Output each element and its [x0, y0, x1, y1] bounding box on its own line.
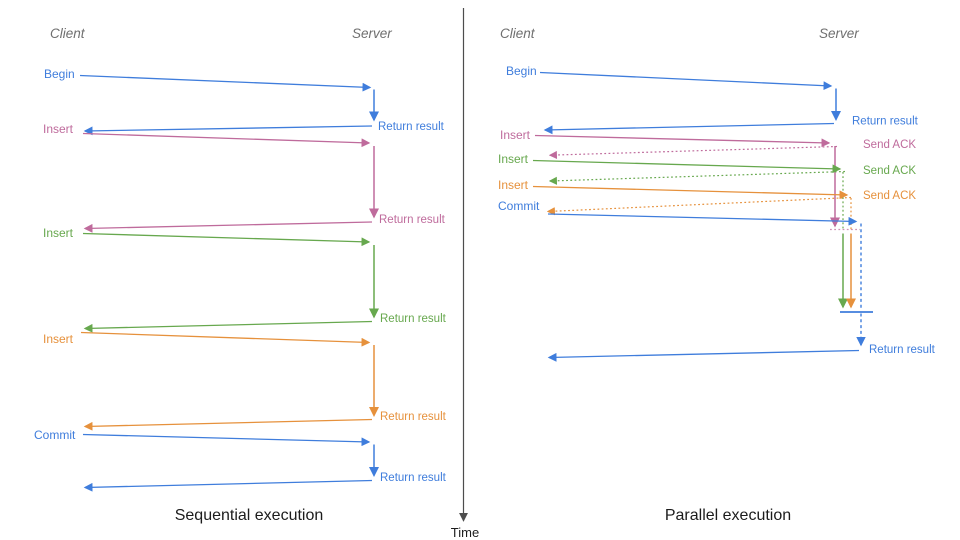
response-label: Return result — [380, 411, 447, 423]
time-axis-label: Time — [451, 525, 479, 540]
parallel-caption: Parallel execution — [665, 507, 791, 524]
request-label: Commit — [34, 428, 76, 442]
response-arrow — [83, 221, 373, 233]
server-header: Server — [819, 26, 859, 41]
response-arrow — [83, 320, 373, 333]
request-label: Commit — [498, 199, 540, 213]
client-header: Client — [500, 26, 536, 41]
response-label: Return result — [380, 313, 447, 325]
request-arrow — [532, 159, 842, 174]
request-label: Begin — [44, 67, 75, 81]
request-arrow — [79, 74, 372, 92]
server-header: Server — [352, 26, 392, 41]
par-insert3-exchange: Insert Send ACK — [498, 178, 916, 309]
ack-dotted-arrow — [548, 145, 838, 160]
request-arrow — [532, 185, 849, 200]
seq-begin-exchange: Begin Return result — [44, 67, 445, 136]
seq-insert1-exchange: Insert Return result — [43, 122, 446, 233]
response-arrow — [83, 418, 373, 431]
response-arrow — [83, 125, 373, 136]
request-label: Insert — [43, 332, 74, 346]
response-label: Return result — [379, 214, 446, 226]
request-arrow — [82, 132, 371, 148]
request-arrow — [82, 232, 371, 247]
response-label: Return result — [852, 116, 919, 128]
response-arrow — [547, 349, 860, 362]
seq-insert3-exchange: Insert Return result — [43, 331, 447, 431]
seq-insert2-exchange: Insert Return result — [43, 226, 447, 333]
ack-label: Send ACK — [863, 190, 916, 202]
time-axis: Time — [451, 8, 479, 540]
parallel-panel: Client Server Begin Return result Insert… — [498, 26, 936, 524]
request-arrow — [82, 433, 371, 447]
request-arrow — [539, 71, 833, 91]
request-label: Insert — [500, 128, 531, 142]
request-label: Begin — [506, 64, 537, 78]
request-arrow — [534, 134, 831, 148]
response-label: Return result — [380, 472, 447, 484]
seq-commit-exchange: Commit Return result — [34, 428, 447, 492]
request-arrow — [547, 213, 858, 226]
response-arrow — [543, 122, 835, 135]
ack-label: Send ACK — [863, 165, 916, 177]
sequential-panel: Client Server Begin Return result Insert… — [34, 26, 447, 524]
request-label: Insert — [498, 152, 529, 166]
par-commit-exchange: Commit Return result — [498, 199, 936, 362]
par-insert1-exchange: Insert Send ACK — [500, 128, 916, 231]
client-header: Client — [50, 26, 86, 41]
par-begin-exchange: Begin Return result — [506, 64, 919, 135]
request-label: Insert — [43, 122, 74, 136]
response-label: Return result — [378, 121, 445, 133]
response-arrow — [83, 479, 373, 492]
par-insert2-exchange: Insert Send ACK — [498, 152, 916, 309]
request-label: Insert — [43, 226, 74, 240]
request-arrow — [80, 331, 371, 347]
request-label: Insert — [498, 178, 529, 192]
ack-label: Send ACK — [863, 139, 916, 151]
ack-dotted-arrow — [548, 170, 846, 185]
ack-dotted-arrow — [546, 196, 852, 216]
response-label: Return result — [869, 344, 936, 356]
sequential-caption: Sequential execution — [175, 507, 324, 524]
